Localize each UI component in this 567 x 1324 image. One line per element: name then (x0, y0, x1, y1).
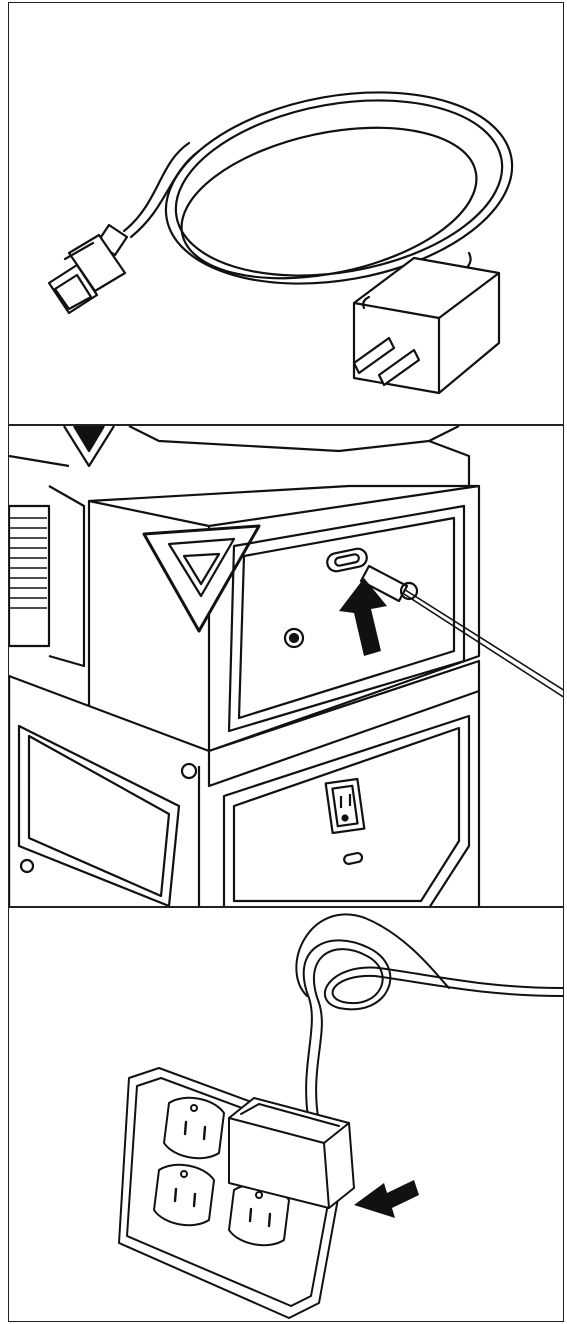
charger-cable-icon (9, 3, 564, 425)
insert-arrow-icon (354, 1180, 419, 1218)
panel-charger-cable (8, 2, 564, 425)
wall-outlet-icon (9, 908, 564, 1322)
panel-plug-into-station (8, 425, 564, 907)
panel-plug-into-wall (8, 907, 564, 1322)
station-port-icon (9, 426, 564, 907)
